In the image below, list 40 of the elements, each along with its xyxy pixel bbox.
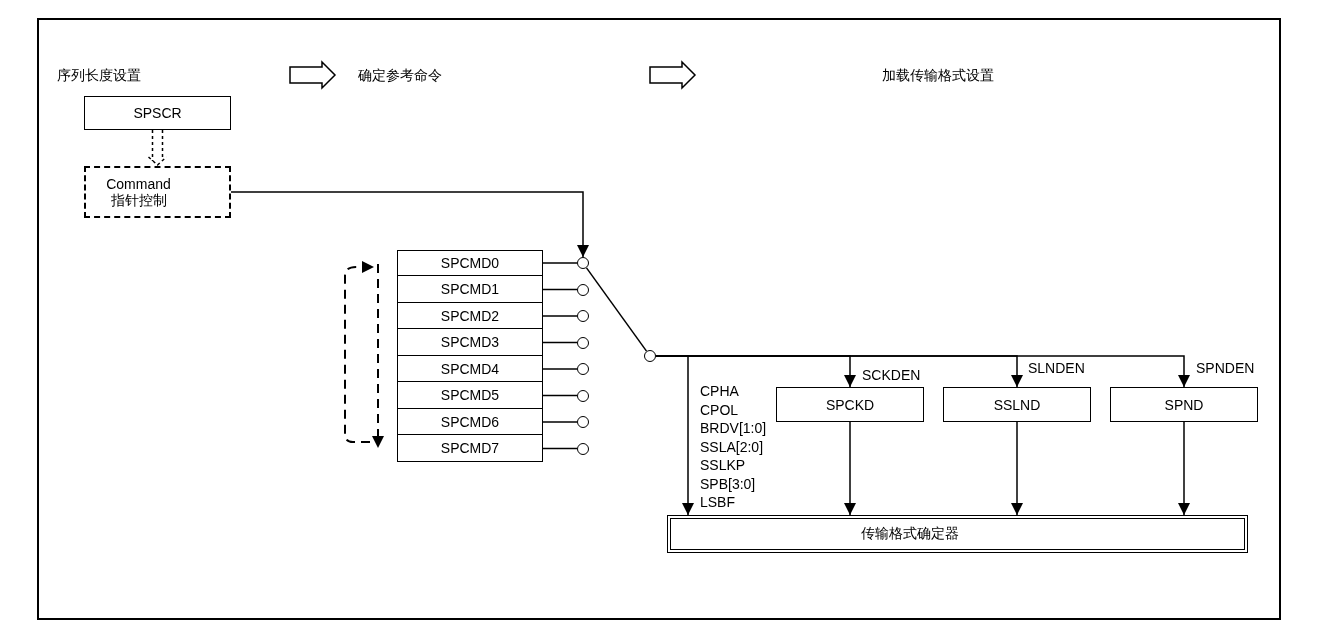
contact-circle — [577, 283, 589, 296]
decoder-box: 传输格式确定器 — [667, 515, 1248, 553]
arrow — [844, 421, 856, 516]
register-box: SPSCR — [84, 96, 231, 130]
register-box: SPCMD5 — [397, 381, 543, 409]
step-heading: 加载传输格式设置 — [882, 66, 994, 85]
register-box: SSLND — [943, 387, 1091, 422]
contact-circle — [577, 416, 589, 428]
connector — [542, 341, 578, 344]
pivot-circle — [644, 350, 656, 362]
connector — [542, 394, 578, 397]
register-box: SPCMD6 — [397, 407, 543, 436]
contact-circle — [577, 257, 589, 269]
connector — [542, 368, 578, 370]
step-heading: 序列长度设置 — [57, 66, 141, 85]
connector — [542, 421, 578, 423]
step-heading: 确定参考命令 — [358, 66, 442, 85]
connector — [542, 447, 578, 450]
connector — [542, 262, 578, 264]
register-box: SPCMD0 — [397, 250, 543, 277]
arrow — [1178, 421, 1190, 516]
dotted-arrow — [147, 129, 168, 166]
control-box: Command 指针控制 — [84, 166, 231, 218]
contact-circle — [577, 363, 589, 375]
arrow — [1011, 421, 1023, 516]
register-box: SPCMD3 — [397, 328, 543, 356]
register-box: SPCMD4 — [397, 354, 543, 383]
register-box: SPCMD7 — [397, 434, 543, 462]
register-box: SPND — [1110, 387, 1258, 422]
contact-circle — [577, 442, 589, 455]
contact-circle — [577, 310, 589, 322]
register-box: SPCMD1 — [397, 275, 543, 303]
connector — [542, 315, 578, 317]
arrow — [230, 191, 589, 258]
register-box: SPCMD2 — [397, 301, 543, 330]
connector — [585, 267, 648, 352]
register-box: SPCKD — [776, 387, 924, 422]
contact-circle — [577, 336, 589, 349]
contact-circle — [577, 389, 589, 402]
connector — [542, 288, 578, 291]
